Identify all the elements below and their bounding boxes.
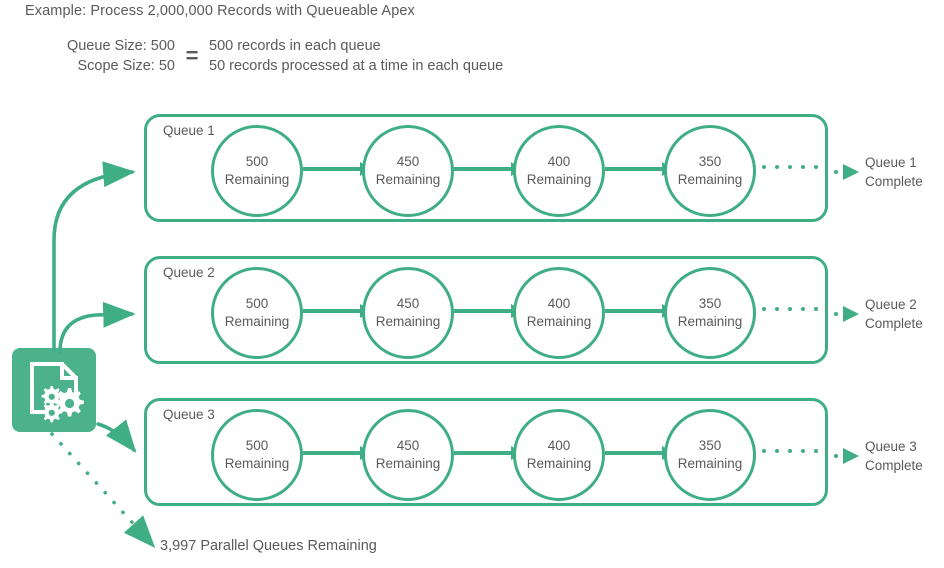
feeder-wire-queue-3 [96, 419, 137, 453]
page-title: Example: Process 2,000,000 Records with … [25, 3, 415, 19]
node-unit: Remaining [224, 456, 290, 471]
node-arrow [605, 162, 674, 176]
node-value: 350 [698, 296, 722, 311]
queue-complete-line: Complete [865, 458, 923, 473]
queue-complete-label: Queue 2 Complete [865, 295, 923, 333]
document-gears-icon [12, 348, 96, 432]
remaining-queues-note: 3,997 Parallel Queues Remaining [160, 538, 377, 554]
equals-sign: = [185, 43, 199, 68]
queue-label: Queue 2 [163, 265, 215, 280]
node-arrow [303, 162, 372, 176]
node-unit: Remaining [375, 456, 441, 471]
scope-size-explanation: 50 records processed at a time in each q… [209, 58, 504, 74]
queue-complete-arrow [843, 164, 859, 180]
node-value: 500 [245, 438, 269, 453]
node-arrow [454, 446, 523, 460]
node-arrow [605, 446, 674, 460]
node-arrow [303, 446, 372, 460]
node-value: 500 [245, 154, 269, 169]
feeder-wire-queue-2 [58, 301, 136, 354]
node-value: 450 [396, 438, 420, 453]
dotted-branch-wire [50, 432, 156, 549]
queue-complete-line: Complete [865, 174, 923, 189]
queue-size-line: Queue Size: 500 [66, 38, 175, 54]
continuation-dots [762, 449, 824, 455]
node-value: 450 [396, 296, 420, 311]
queue-complete-arrow [843, 448, 859, 464]
node-value: 400 [547, 296, 571, 311]
node-unit: Remaining [526, 172, 592, 187]
node-arrow [454, 304, 523, 318]
equation-block: Queue Size: 500 Scope Size: 50 = 500 rec… [25, 36, 503, 76]
node-arrow [454, 162, 523, 176]
continuation-dots [762, 307, 824, 313]
node-unit: Remaining [677, 172, 743, 187]
scope-size-line: Scope Size: 50 [77, 58, 175, 74]
node-value: 500 [245, 296, 269, 311]
node-value: 400 [547, 438, 571, 453]
queue-complete-label: Queue 1 Complete [865, 153, 923, 191]
queue-label: Queue 3 [163, 407, 215, 422]
node-unit: Remaining [224, 314, 290, 329]
node-value: 350 [698, 154, 722, 169]
node-value: 350 [698, 438, 722, 453]
node-unit: Remaining [526, 314, 592, 329]
node-value: 450 [396, 154, 420, 169]
queue-label: Queue 1 [163, 123, 215, 138]
exit-dot [834, 312, 838, 316]
node-unit: Remaining [375, 172, 441, 187]
node-arrow [605, 304, 674, 318]
node-unit: Remaining [677, 314, 743, 329]
continuation-dots [762, 165, 824, 171]
node-unit: Remaining [677, 456, 743, 471]
exit-dot [834, 454, 838, 458]
equation-right: 500 records in each queue 50 records pro… [209, 36, 503, 76]
feeder-wire-queue-1 [52, 161, 136, 352]
node-arrow [303, 304, 372, 318]
node-value: 400 [547, 154, 571, 169]
exit-dot [834, 170, 838, 174]
queue-size-explanation: 500 records in each queue [209, 38, 381, 54]
queue-complete-line: Complete [865, 316, 923, 331]
equation-left: Queue Size: 500 Scope Size: 50 [25, 36, 175, 76]
node-unit: Remaining [375, 314, 441, 329]
queue-complete-arrow [843, 306, 859, 322]
queue-complete-label: Queue 3 Complete [865, 437, 923, 475]
queue-complete-line: Queue 3 [865, 439, 917, 454]
node-unit: Remaining [224, 172, 290, 187]
queue-complete-line: Queue 1 [865, 155, 917, 170]
queue-complete-line: Queue 2 [865, 297, 917, 312]
node-unit: Remaining [526, 456, 592, 471]
